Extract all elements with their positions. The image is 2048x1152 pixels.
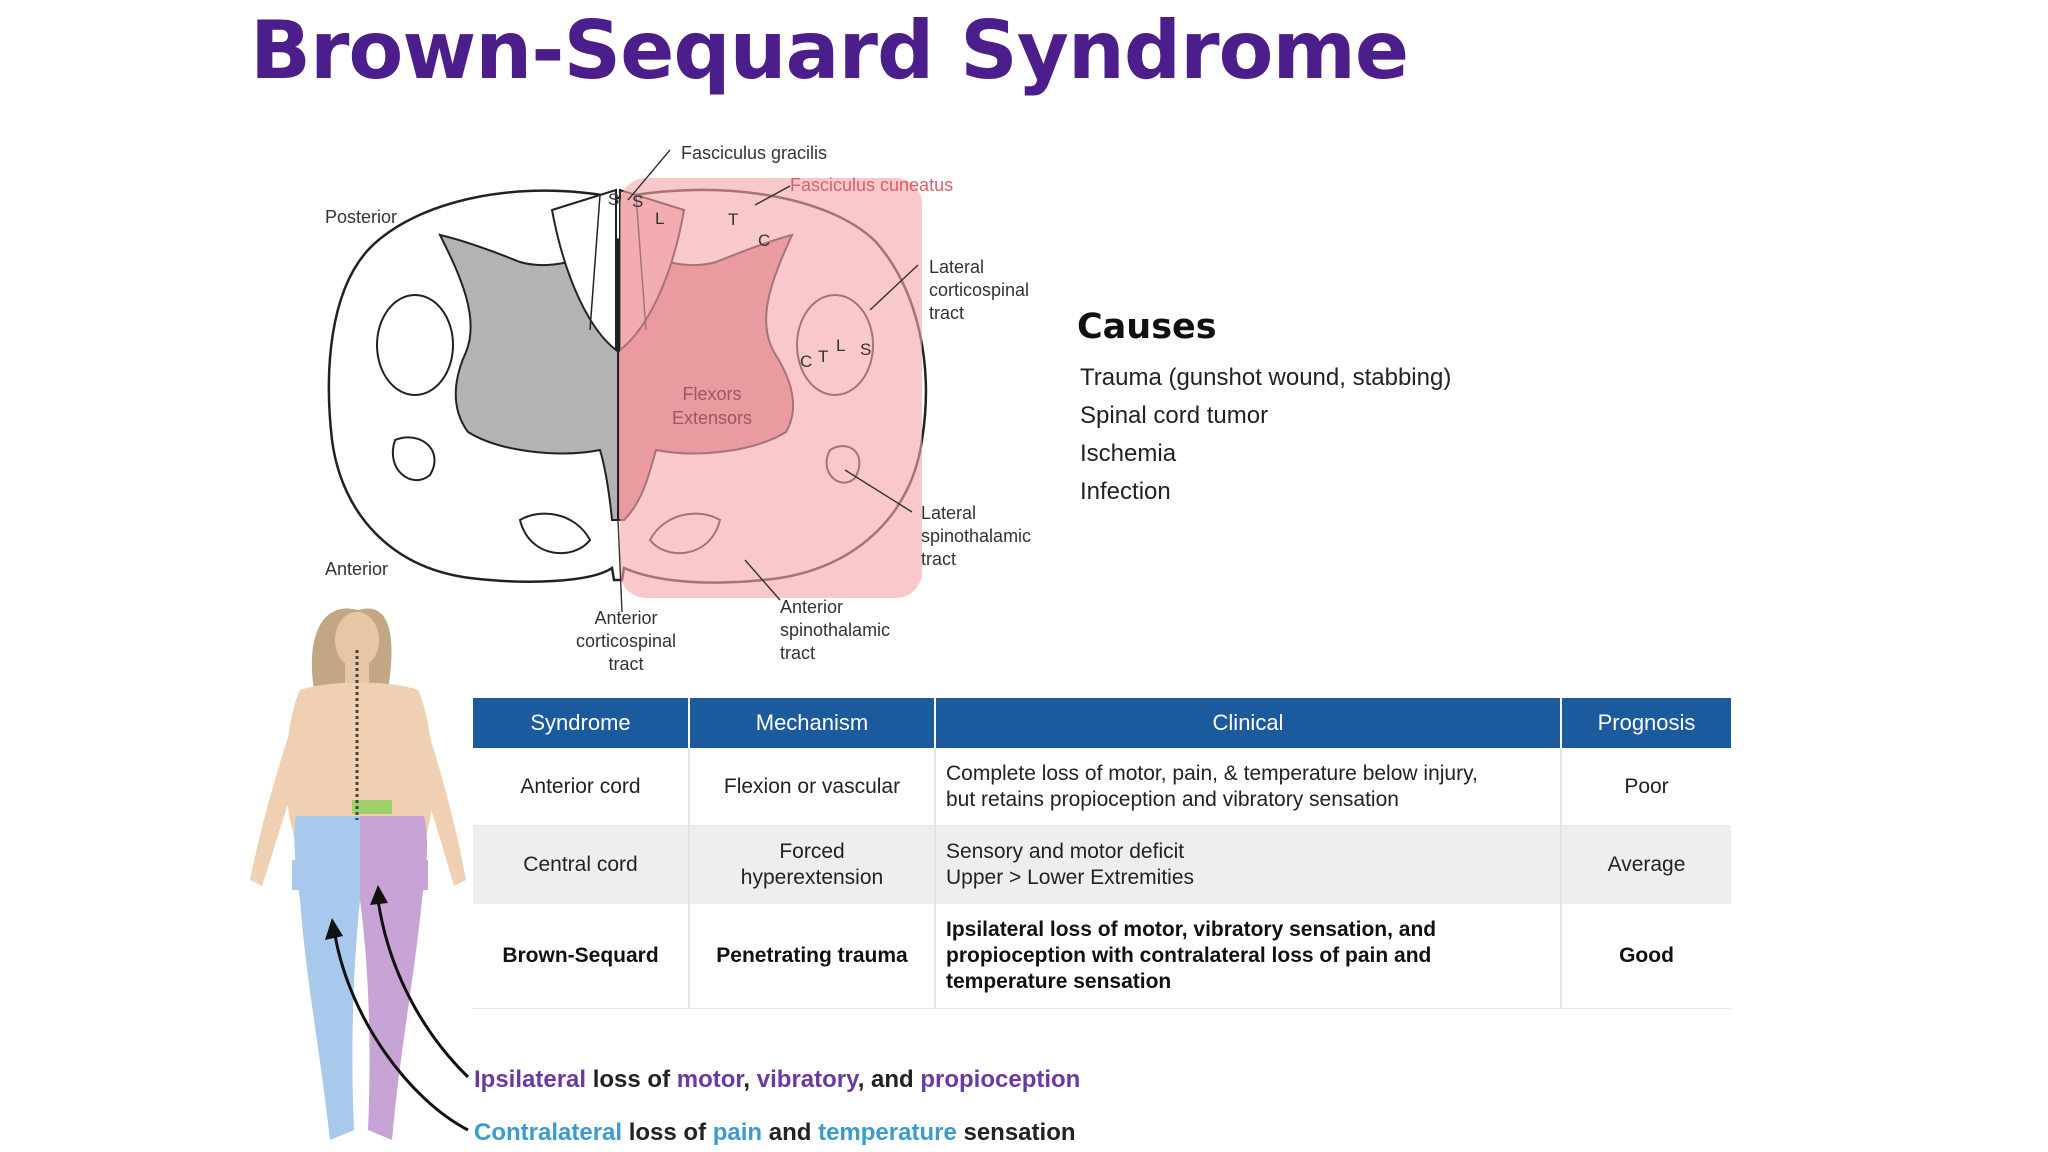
tract-letter: S: [608, 190, 620, 209]
column-header-prognosis: Prognosis: [1561, 698, 1731, 748]
label-fasciculus-cuneatus: Fasciculus cuneatus: [790, 175, 954, 195]
propioception-word: propioception: [920, 1066, 1081, 1093]
cell-prognosis: Good: [1561, 904, 1731, 1009]
human-figure: [250, 608, 466, 1140]
cell-mechanism: Flexion or vascular: [689, 748, 936, 826]
label-posterior: Posterior: [325, 207, 398, 227]
temperature-word: temperature: [818, 1119, 957, 1146]
cell-syndrome: Central cord: [473, 825, 690, 904]
pain-word: pain: [712, 1119, 763, 1146]
cause-item: Ischemia: [1080, 440, 1177, 467]
cause-item: Trauma (gunshot wound, stabbing): [1080, 364, 1452, 391]
tract-letter: T: [728, 210, 739, 229]
left-leg-blue: [294, 816, 360, 1140]
contralateral-note: Contralateral loss of pain and temperatu…: [474, 1119, 1076, 1147]
vibratory-word: vibratory: [756, 1066, 858, 1093]
tract-letter: S: [860, 340, 872, 359]
ipsilateral-word: Ipsilateral: [474, 1066, 587, 1093]
cell-clinical: Sensory and motor deficit Upper > Lower …: [935, 825, 1562, 904]
spinothalamic-left: [392, 436, 436, 481]
lateral-corticospinal-left: [376, 294, 454, 396]
tract-letter: C: [800, 352, 813, 371]
table-row: Brown-Sequard Penetrating trauma Ipsilat…: [473, 904, 1731, 1009]
cell-mechanism: Penetrating trauma: [689, 904, 936, 1009]
note-text: , and: [857, 1066, 921, 1093]
label-flexors: Flexors: [682, 384, 742, 404]
cause-item: Spinal cord tumor: [1080, 402, 1269, 429]
gray-matter-left: [438, 233, 619, 521]
label-fasciculus-gracilis: Fasciculus gracilis: [681, 143, 828, 163]
syndrome-comparison-table: Syndrome Mechanism Clinical Prognosis An…: [473, 698, 1731, 1009]
contralateral-word: Contralateral: [474, 1119, 623, 1146]
tract-letter: T: [818, 347, 829, 366]
tract-letter: S: [632, 192, 644, 211]
label-lateral-corticospinal: Lateral corticospinal tract: [929, 257, 1030, 323]
label-lateral-spinothalamic: Lateral spinothalamic tract: [921, 503, 1032, 569]
cause-item: Infection: [1080, 478, 1171, 505]
note-text: and: [762, 1119, 819, 1146]
note-text: loss of: [622, 1119, 713, 1146]
causes-list: Trauma (gunshot wound, stabbing) Spinal …: [1080, 359, 1451, 511]
label-anterior: Anterior: [325, 559, 389, 579]
label-extensors: Extensors: [671, 408, 753, 428]
ipsilateral-note: Ipsilateral loss of motor, vibratory, an…: [474, 1066, 1080, 1094]
column-header-mechanism: Mechanism: [689, 698, 936, 748]
cell-clinical: Complete loss of motor, pain, & temperat…: [935, 748, 1562, 826]
note-text: sensation: [956, 1119, 1076, 1146]
table-row: Central cord Forced hyperextension Senso…: [473, 825, 1731, 904]
causes-heading: Causes: [1077, 307, 1217, 347]
lesion-overlay: [620, 178, 922, 598]
label-anterior-spinothalamic: Anterior spinothalamic tract: [780, 597, 891, 663]
table-header-row: Syndrome Mechanism Clinical Prognosis: [473, 698, 1731, 748]
motor-word: motor: [676, 1066, 744, 1093]
note-text: loss of: [586, 1066, 677, 1093]
dorsal-column-left: [550, 188, 617, 353]
label-anterior-corticospinal: Anterior corticospinal tract: [575, 608, 677, 674]
note-text: ,: [743, 1066, 757, 1093]
column-header-clinical: Clinical: [935, 698, 1562, 748]
cell-syndrome: Anterior cord: [473, 748, 690, 826]
anterior-horn-left: [518, 512, 592, 554]
cell-prognosis: Poor: [1561, 748, 1731, 826]
cell-clinical: Ipsilateral loss of motor, vibratory sen…: [935, 904, 1562, 1009]
tract-letter: L: [836, 336, 846, 355]
column-header-syndrome: Syndrome: [473, 698, 690, 748]
tract-letter: L: [655, 209, 665, 228]
tract-letter: C: [758, 231, 771, 250]
cell-syndrome: Brown-Sequard: [473, 904, 690, 1009]
page-title: Brown-Sequard Syndrome: [250, 4, 1409, 97]
cell-prognosis: Average: [1561, 825, 1731, 904]
cell-mechanism: Forced hyperextension: [689, 825, 936, 904]
table-row: Anterior cord Flexion or vascular Comple…: [473, 748, 1731, 826]
